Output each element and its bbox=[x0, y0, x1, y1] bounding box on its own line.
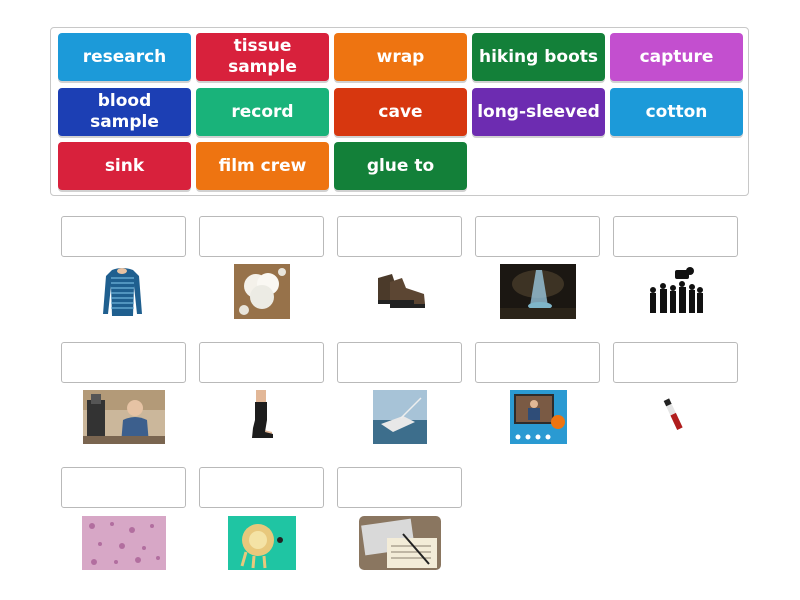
drop-slot-10[interactable] bbox=[613, 342, 738, 383]
drop-slot-12[interactable] bbox=[199, 467, 324, 508]
drop-slot-5[interactable] bbox=[613, 216, 738, 257]
drop-slot-1[interactable] bbox=[61, 216, 186, 257]
tile-wrap[interactable]: wrap bbox=[334, 33, 467, 81]
drop-slot-2[interactable] bbox=[199, 216, 324, 257]
video-record-screen-image bbox=[510, 390, 567, 444]
sinking-ship-image bbox=[373, 390, 427, 444]
blood-sample-tube-image bbox=[660, 396, 688, 436]
tissue-sample-slide-image bbox=[82, 516, 166, 570]
notebook-research-papers-image bbox=[359, 516, 441, 570]
film-crew-silhouette-image bbox=[645, 264, 707, 319]
drop-slot-4[interactable] bbox=[475, 216, 600, 257]
tile-sink[interactable]: sink bbox=[58, 142, 191, 190]
tile-cave[interactable]: cave bbox=[334, 88, 467, 136]
tile-research[interactable]: research bbox=[58, 33, 191, 81]
drop-slot-6[interactable] bbox=[61, 342, 186, 383]
cotton-boll-image bbox=[234, 264, 290, 319]
leg-bandage-wrap-image bbox=[242, 390, 282, 444]
tile-film-crew[interactable]: film crew bbox=[196, 142, 329, 190]
drop-slot-9[interactable] bbox=[475, 342, 600, 383]
tile-cotton[interactable]: cotton bbox=[610, 88, 743, 136]
glue-craft-figure-image bbox=[228, 516, 296, 570]
hiking-boots-image bbox=[372, 264, 428, 312]
tile-record[interactable]: record bbox=[196, 88, 329, 136]
drop-slot-7[interactable] bbox=[199, 342, 324, 383]
tile-glue-to[interactable]: glue to bbox=[334, 142, 467, 190]
researcher-with-microscope-image bbox=[83, 390, 165, 444]
drop-slot-13[interactable] bbox=[337, 467, 462, 508]
tile-tissue-sample[interactable]: tissue sample bbox=[196, 33, 329, 81]
drop-slot-3[interactable] bbox=[337, 216, 462, 257]
cave-image bbox=[500, 264, 576, 319]
tile-long-sleeved[interactable]: long-sleeved bbox=[472, 88, 605, 136]
drop-slot-8[interactable] bbox=[337, 342, 462, 383]
drop-slot-11[interactable] bbox=[61, 467, 186, 508]
tile-hiking-boots[interactable]: hiking boots bbox=[472, 33, 605, 81]
long-sleeved-shirt-image bbox=[102, 264, 143, 319]
tile-capture[interactable]: capture bbox=[610, 33, 743, 81]
tile-blood-sample[interactable]: blood sample bbox=[58, 88, 191, 136]
